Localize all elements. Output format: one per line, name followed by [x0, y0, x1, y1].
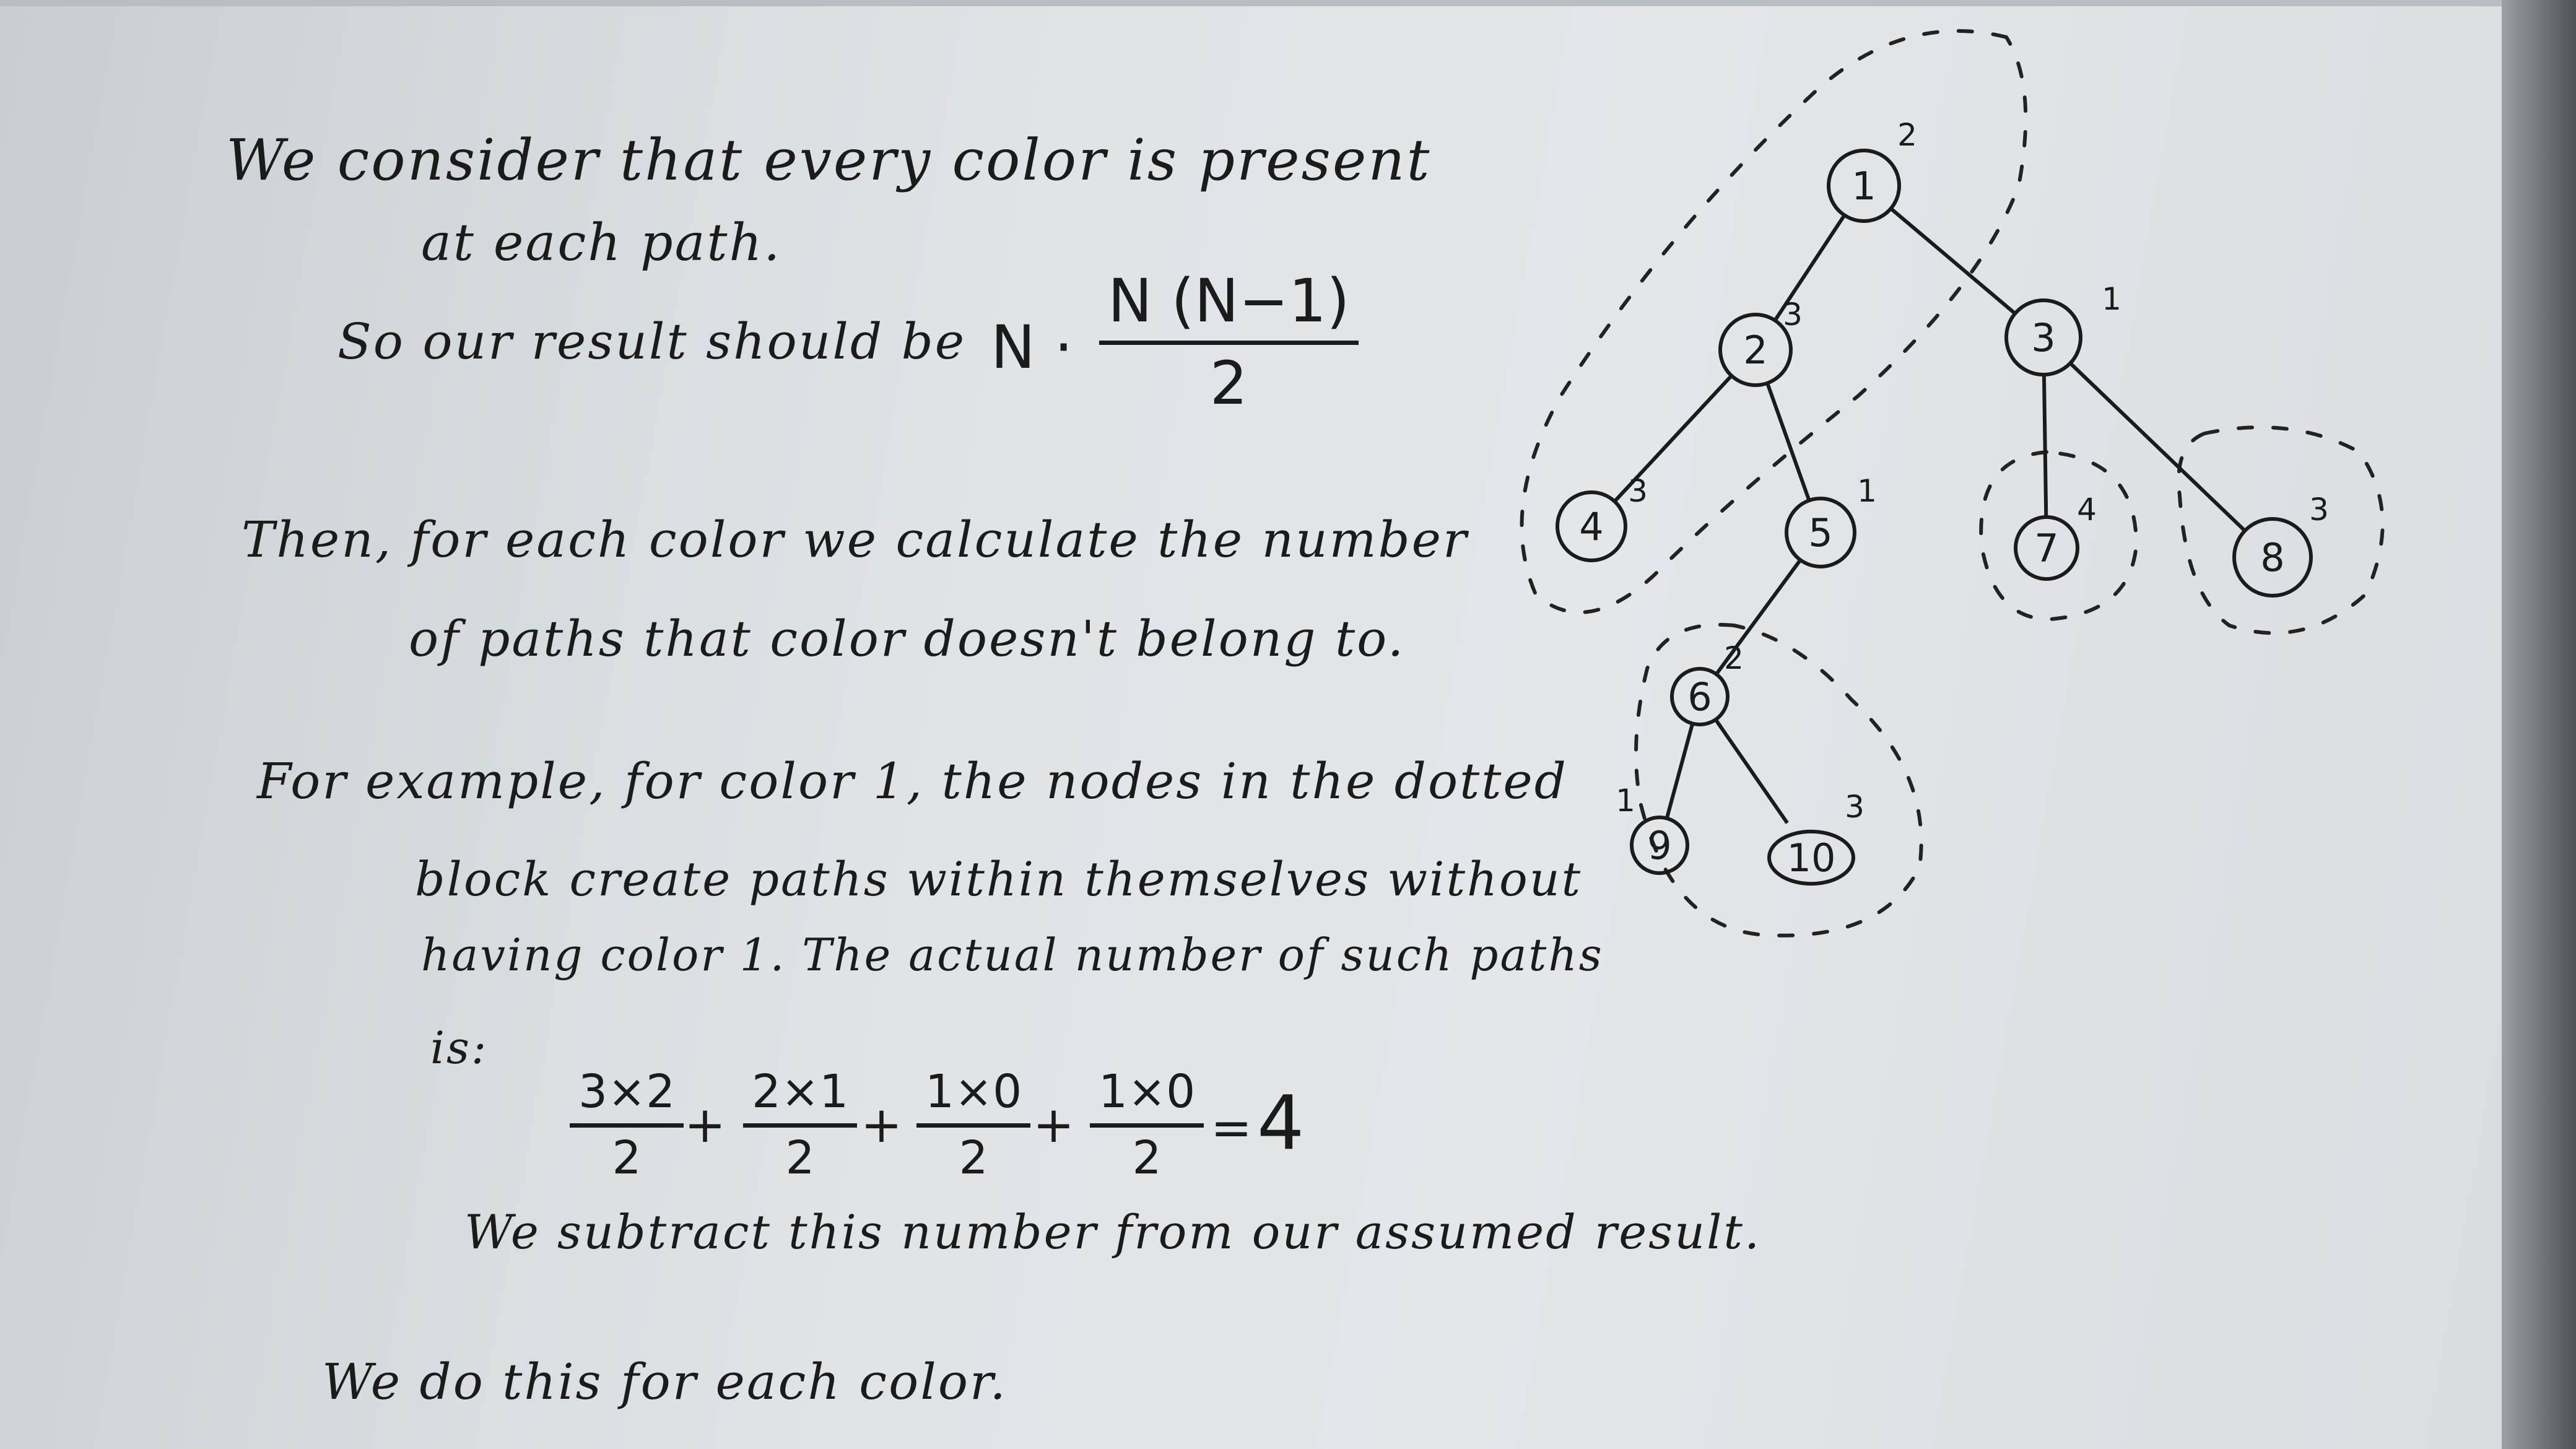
equation-term-1-den: 2 — [612, 1131, 642, 1185]
formula-numerator: N (N−1) — [1099, 266, 1359, 345]
text-line-4: Then, for each color we calculate the nu… — [242, 511, 1469, 568]
tree-edge-3-7 — [2042, 374, 2048, 518]
tree-node-label-5: 5 — [1808, 510, 1832, 555]
equation-term-2: 2×1 2 — [743, 1065, 858, 1185]
whiteboard-frame — [2502, 0, 2576, 1449]
tree-edge-6-10 — [1714, 718, 1789, 824]
tree-node-label-6: 6 — [1687, 674, 1712, 720]
tree-edge-2-5 — [1765, 382, 1811, 502]
text-line-7: block create paths within themselves wit… — [415, 851, 1583, 907]
text-line-8: having color 1. The actual number of suc… — [421, 929, 1604, 981]
tree-node-color-2: 3 — [1783, 297, 1803, 333]
tree-node-label-7: 7 — [2034, 526, 2058, 571]
tree-node-color-1: 2 — [1897, 117, 1917, 153]
tree-node-1 — [1827, 149, 1901, 223]
equation-plus-1: + — [684, 1096, 726, 1154]
equation-plus-3: + — [1033, 1096, 1075, 1154]
equation-term-2-num: 2×1 — [743, 1065, 858, 1128]
tree-edge-6-9 — [1664, 723, 1695, 819]
tree-edge-1-2 — [1773, 214, 1847, 322]
text-line-6: For example, for color 1, the nodes in t… — [257, 752, 1568, 810]
tree-node-color-7: 4 — [2077, 492, 2097, 528]
equation-equals: = — [1211, 1099, 1253, 1157]
tree-node-label-10: 10 — [1787, 835, 1836, 881]
tree-node-label-4: 4 — [1579, 504, 1603, 549]
equation-term-4-num: 1×0 — [1090, 1065, 1204, 1128]
formula-denominator: 2 — [1209, 349, 1248, 418]
tree-node-9 — [1630, 816, 1689, 875]
tree-edge-2-4 — [1613, 374, 1733, 503]
equation-term-4-den: 2 — [1132, 1131, 1162, 1185]
tree-node-label-2: 2 — [1743, 328, 1767, 373]
equation-result: 4 — [1257, 1081, 1305, 1167]
tree-node-4 — [1556, 490, 1627, 562]
tree-edge-5-6 — [1715, 559, 1802, 676]
dotted-group-1 — [1520, 29, 2028, 614]
tree-node-8 — [2232, 517, 2313, 598]
tree-node-color-3: 1 — [2102, 281, 2121, 317]
tree-node-label-3: 3 — [2031, 315, 2055, 360]
tree-node-2 — [1718, 313, 1793, 387]
tree-edge-1-3 — [1889, 207, 2017, 315]
text-line-2: at each path. — [421, 214, 782, 272]
tree-node-color-6: 2 — [1724, 640, 1744, 676]
equation-term-1: 3×2 2 — [570, 1065, 684, 1185]
text-line-11: We do this for each color. — [322, 1353, 1007, 1411]
equation-term-3-den: 2 — [959, 1131, 988, 1185]
tree-node-7 — [2014, 515, 2079, 581]
tree-node-label-1: 1 — [1852, 163, 1876, 209]
tree-node-color-4: 3 — [1628, 473, 1648, 509]
tree-node-label-8: 8 — [2260, 535, 2284, 580]
equation-term-2-den: 2 — [785, 1131, 815, 1185]
tree-node-label-9: 9 — [1647, 823, 1671, 868]
dotted-group-2 — [1634, 622, 1923, 938]
tree-edge-3-8 — [2069, 362, 2247, 533]
tree-node-6 — [1670, 667, 1730, 726]
formula-n: N · — [991, 313, 1073, 382]
tree-node-10 — [1767, 829, 1855, 886]
tree-node-3 — [2004, 298, 2082, 376]
tree-node-color-10: 3 — [1845, 789, 1865, 825]
equation-term-3: 1×0 2 — [916, 1065, 1031, 1185]
text-line-9: is: — [430, 1022, 489, 1074]
text-line-1: We consider that every color is present — [226, 127, 1432, 193]
text-line-10: We subtract this number from our assumed… — [464, 1204, 1762, 1260]
dotted-group-3 — [1979, 450, 2139, 622]
whiteboard-top-edge — [0, 0, 2576, 6]
equation-term-4: 1×0 2 — [1090, 1065, 1204, 1185]
text-line-3: So our result should be — [337, 313, 967, 370]
dotted-group-4 — [2177, 425, 2385, 635]
formula-fraction: N (N−1) 2 — [1099, 266, 1359, 418]
equation-plus-2: + — [861, 1096, 903, 1154]
equation-term-3-num: 1×0 — [916, 1065, 1031, 1128]
tree-node-5 — [1785, 497, 1856, 568]
tree-node-color-9: 1 — [1616, 783, 1635, 819]
text-line-5: of paths that color doesn't belong to. — [409, 610, 1406, 668]
tree-node-color-5: 1 — [1857, 473, 1877, 509]
tree-node-color-8: 3 — [2309, 492, 2329, 528]
equation-term-1-num: 3×2 — [570, 1065, 684, 1128]
